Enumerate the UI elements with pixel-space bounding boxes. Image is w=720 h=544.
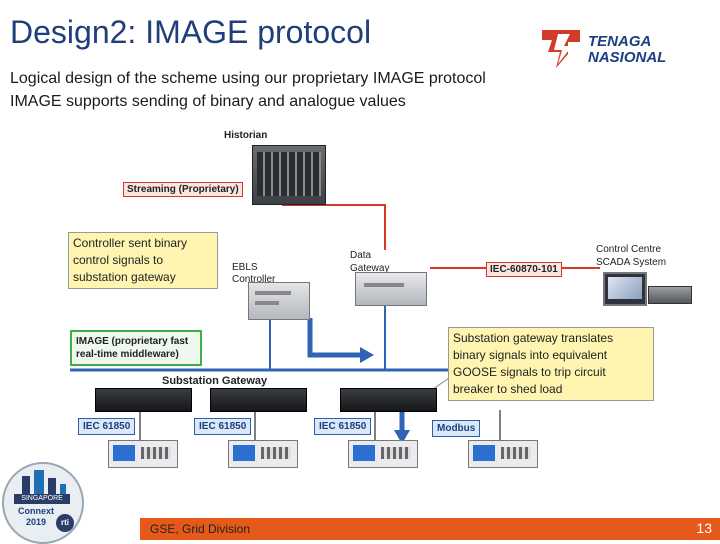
page-number: 13 (696, 520, 712, 536)
callout-controller: Controller sent binary control signals t… (68, 232, 218, 289)
callout-gateway-line2: binary signals into equivalent (453, 348, 608, 362)
iec60870-label: IEC-60870-101 (486, 262, 562, 277)
tnb-logo: TENAGA NASIONAL (538, 24, 678, 74)
historian-label: Historian (224, 130, 268, 141)
image-middleware-box: IMAGE (proprietary fast real-time middle… (70, 330, 202, 366)
control-signal-arrow (307, 318, 360, 358)
control-centre-label-line2: SCADA System (596, 257, 667, 268)
callout-controller-line3: substation gateway (73, 270, 176, 284)
footer-bar: GSE, Grid Division 13 (140, 518, 720, 540)
ied-relay-1 (108, 440, 178, 468)
substation-gateway-unit-1 (95, 388, 192, 412)
ied-relay-3 (348, 440, 418, 468)
tnb-logo-line2: NASIONAL (588, 49, 667, 66)
substation-gateway-label: Substation Gateway (162, 375, 268, 387)
image-box-line2: real-time middleware) (76, 349, 179, 360)
ied-relay-2 (228, 440, 298, 468)
skyline-icon (22, 470, 66, 496)
tnb-logo-line1: TENAGA (588, 33, 652, 50)
connext-2019-badge: SINGAPORE Connext 2019 rti (2, 462, 84, 544)
slide-title: Design2: IMAGE protocol (10, 14, 372, 50)
iec61850-label-3: IEC 61850 (314, 418, 372, 435)
modbus-label: Modbus (432, 420, 481, 437)
iec61850-label-1: IEC 61850 (78, 418, 136, 435)
badge-line2: Connext (18, 506, 54, 516)
subtitle-line-1: Logical design of the scheme using our p… (10, 70, 486, 87)
callout-gateway-line4: breaker to shed load (453, 382, 563, 396)
historian-server-icon (252, 145, 326, 205)
ebls-controller-icon (248, 282, 310, 320)
data-gateway-icon (355, 272, 427, 306)
scada-server-icon (648, 286, 692, 304)
iec61850-label-2: IEC 61850 (194, 418, 252, 435)
control-centre-label-line1: Control Centre (596, 244, 662, 255)
badge-line1: SINGAPORE (14, 494, 70, 504)
image-box-line1: IMAGE (proprietary fast (76, 336, 189, 347)
data-gateway-label-line1: Data (350, 250, 372, 261)
tnb-emblem-icon (542, 30, 580, 68)
subtitle-line-2: IMAGE supports sending of binary and ana… (10, 93, 406, 110)
callout-controller-line2: control signals to (73, 253, 164, 267)
substation-gateway-unit-2 (210, 388, 307, 412)
badge-rti: rti (56, 514, 74, 532)
data-gateway-label-line2: Gateway (350, 263, 390, 274)
streaming-label: Streaming (Proprietary) (123, 182, 243, 197)
callout-gateway: Substation gateway translates binary sig… (448, 327, 654, 401)
callout-gateway-line1: Substation gateway translates (453, 331, 614, 345)
callout-controller-line1: Controller sent binary (73, 236, 188, 250)
ied-relay-4 (468, 440, 538, 468)
substation-gateway-unit-3 (340, 388, 437, 412)
badge-line3: 2019 (26, 517, 47, 527)
scada-monitor-icon (603, 272, 647, 306)
ebls-label-line1: EBLS (232, 262, 258, 273)
callout-gateway-line3: GOOSE signals to trip circuit (453, 365, 606, 379)
footer-text: GSE, Grid Division (150, 522, 251, 536)
ebls-label-line2: Controller (232, 274, 276, 285)
